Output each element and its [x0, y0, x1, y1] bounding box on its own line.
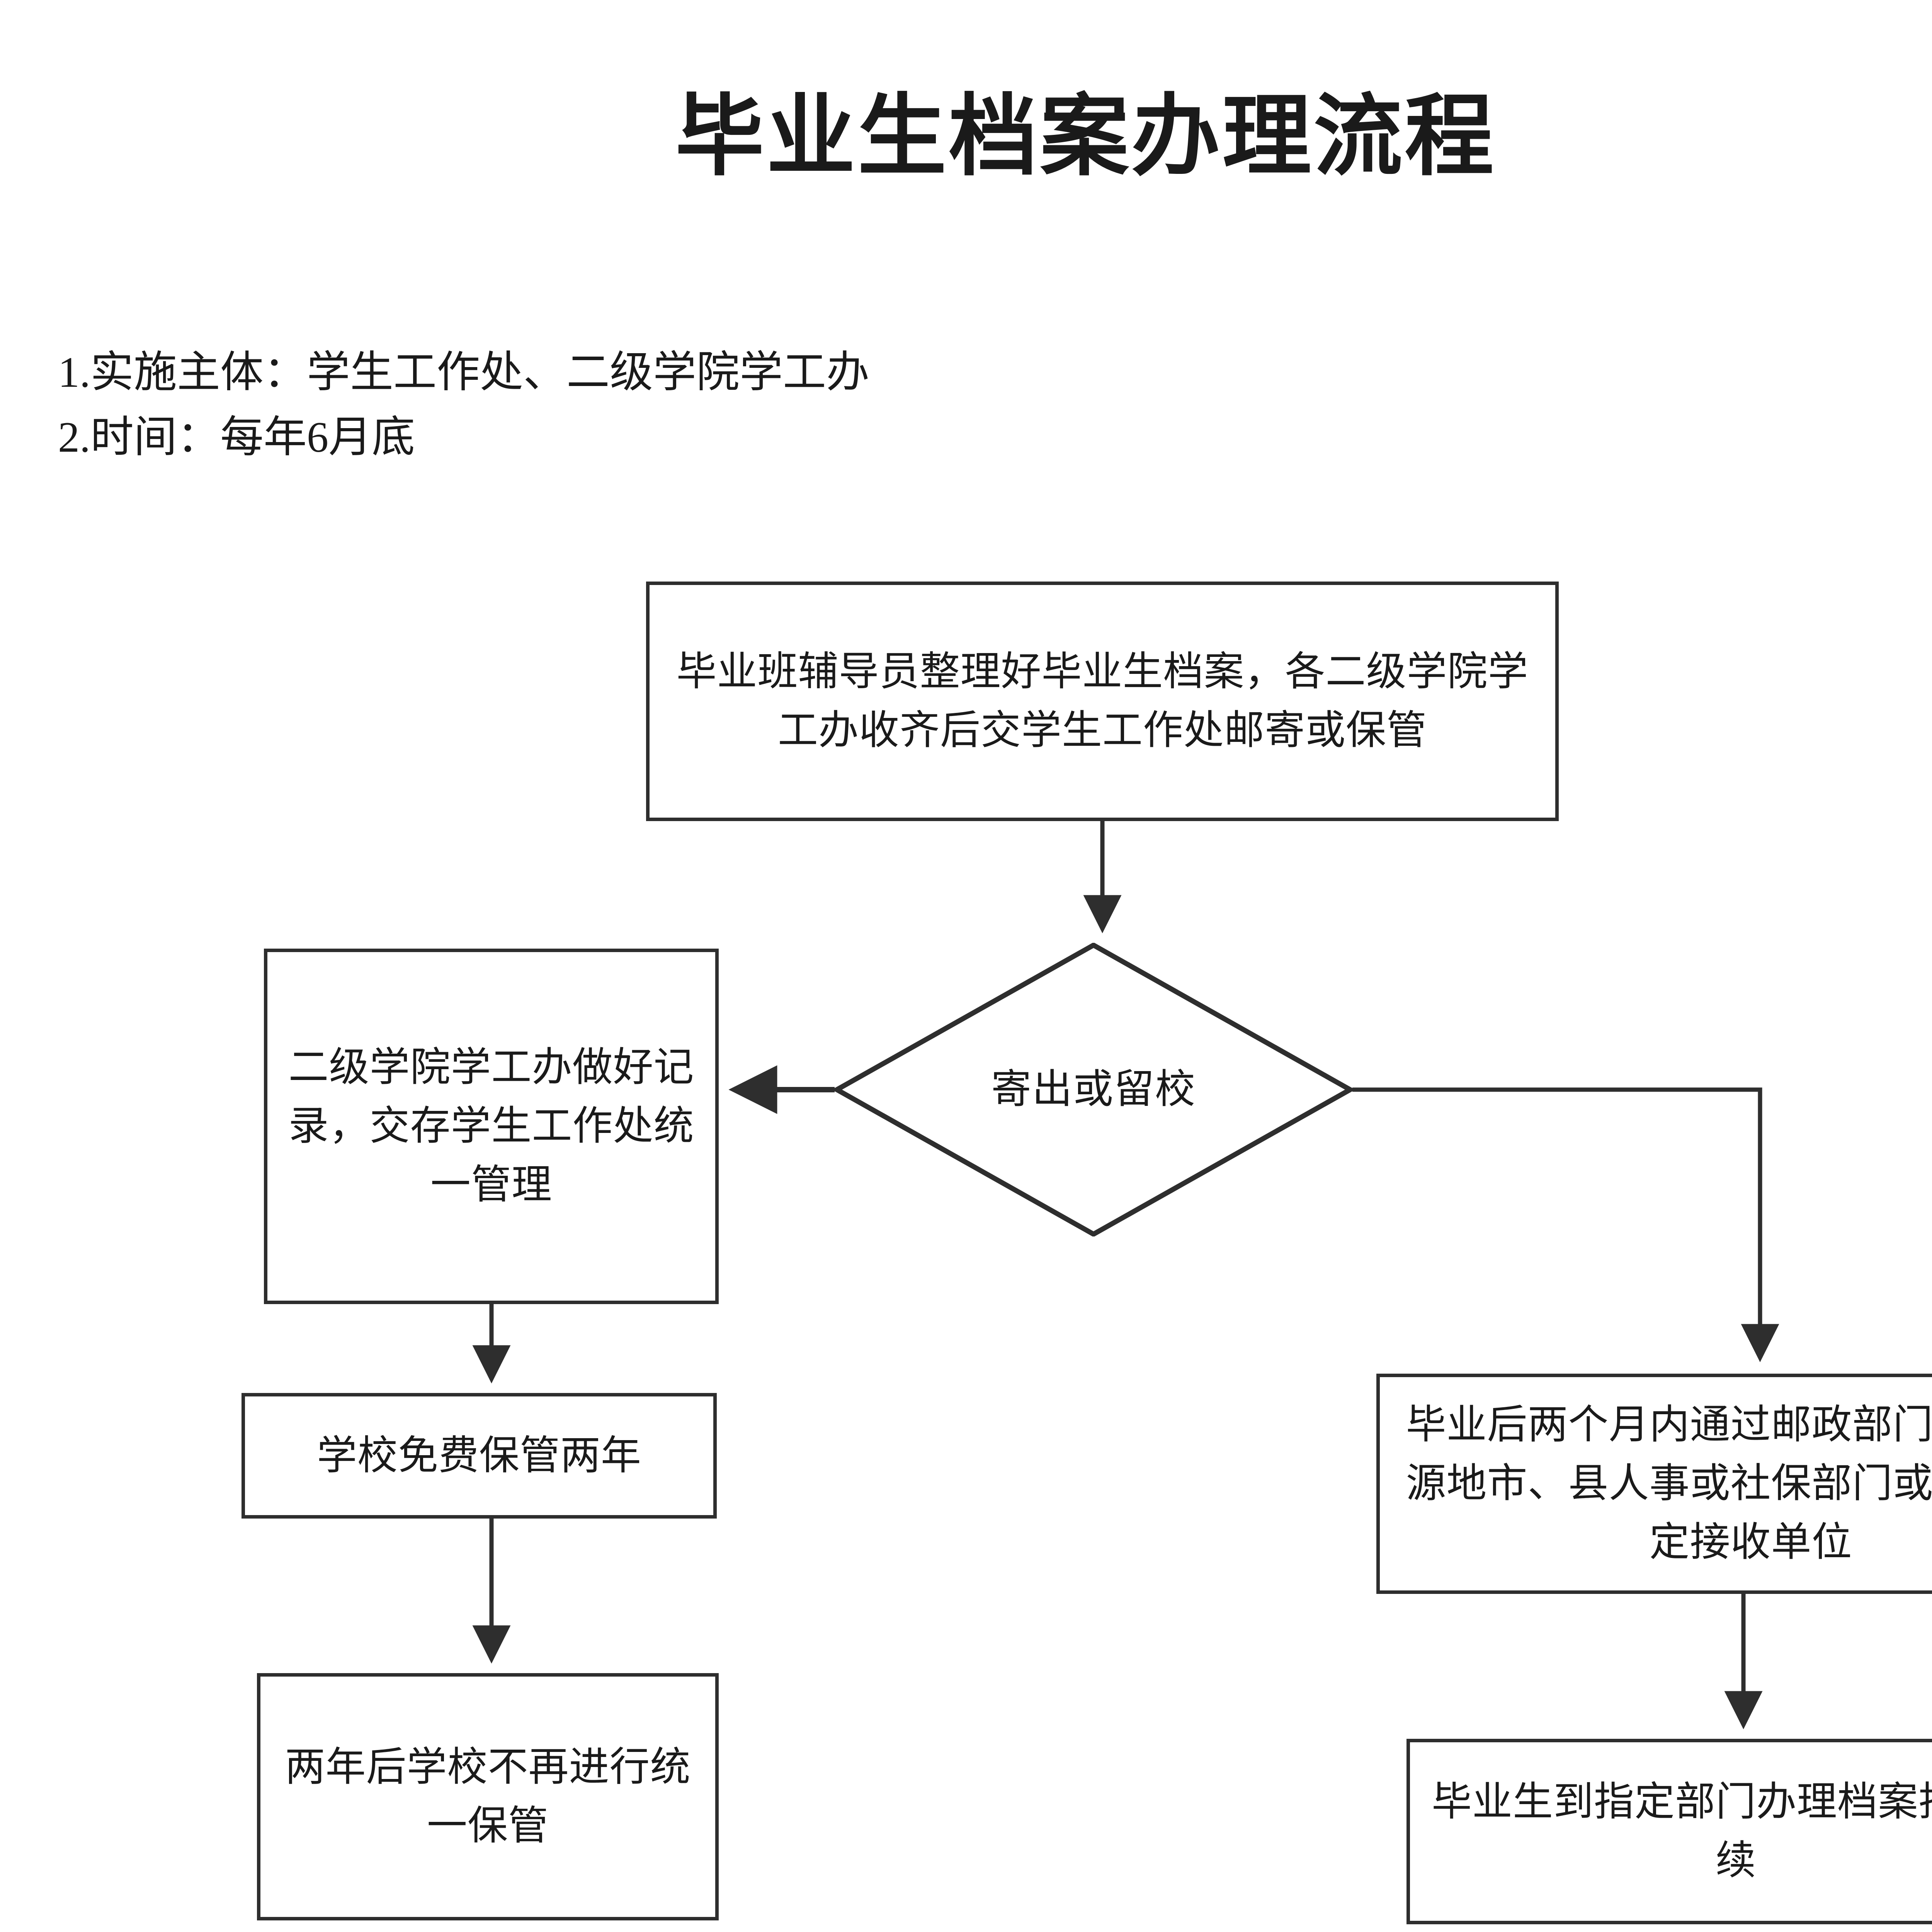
intro-line-2: 2.时间：每年6月底	[58, 413, 415, 461]
flow-node-after-two-years-label: 两年后学校不再进行统一保管	[285, 1745, 691, 1848]
flow-node-decision-mail-or-keep[interactable]: 寄出或留校	[835, 943, 1352, 1236]
flow-node-record-and-store-label: 二级学院学工办做好记录，交存学生工作处统一管理	[288, 1045, 694, 1207]
intro-notes: 1.实施主体：学生工作处、二级学院学工办 2.时间：每年6月底	[58, 340, 869, 470]
flow-node-mail-out-label: 毕业后两个月内通过邮政部门邮寄回生源地市、县人事或社保部门或毕业生制定接收单位	[1406, 1403, 1932, 1565]
flow-node-collect-archives-label: 毕业班辅导员整理好毕业生档案，各二级学院学工办收齐后交学生工作处邮寄或保管	[676, 650, 1529, 753]
flow-node-collect-archives[interactable]: 毕业班辅导员整理好毕业生档案，各二级学院学工办收齐后交学生工作处邮寄或保管	[646, 582, 1559, 821]
flow-node-after-two-years[interactable]: 两年后学校不再进行统一保管	[257, 1673, 719, 1920]
edge-decision-to-mailout	[1352, 1087, 1779, 1362]
diamond-shape-icon	[835, 943, 1352, 1236]
intro-line-1: 1.实施主体：学生工作处、二级学院学工办	[58, 349, 869, 396]
flow-node-record-and-store[interactable]: 二级学院学工办做好记录，交存学生工作处统一管理	[264, 949, 719, 1304]
flow-node-keep-two-years[interactable]: 学校免费保管两年	[242, 1393, 717, 1519]
flow-node-decision-label: 寄出或留校	[991, 1067, 1196, 1112]
page-title: 毕业生档案办理流程	[675, 87, 1496, 186]
flow-node-mail-out[interactable]: 毕业后两个月内通过邮政部门邮寄回生源地市、县人事或社保部门或毕业生制定接收单位	[1376, 1374, 1932, 1594]
flow-node-handover-procedures[interactable]: 毕业生到指定部门办理档案托管手续	[1406, 1739, 1932, 1924]
flow-node-handover-procedures-label: 毕业生到指定部门办理档案托管手续	[1431, 1780, 1932, 1883]
flow-node-keep-two-years-label: 学校免费保管两年	[316, 1433, 641, 1478]
